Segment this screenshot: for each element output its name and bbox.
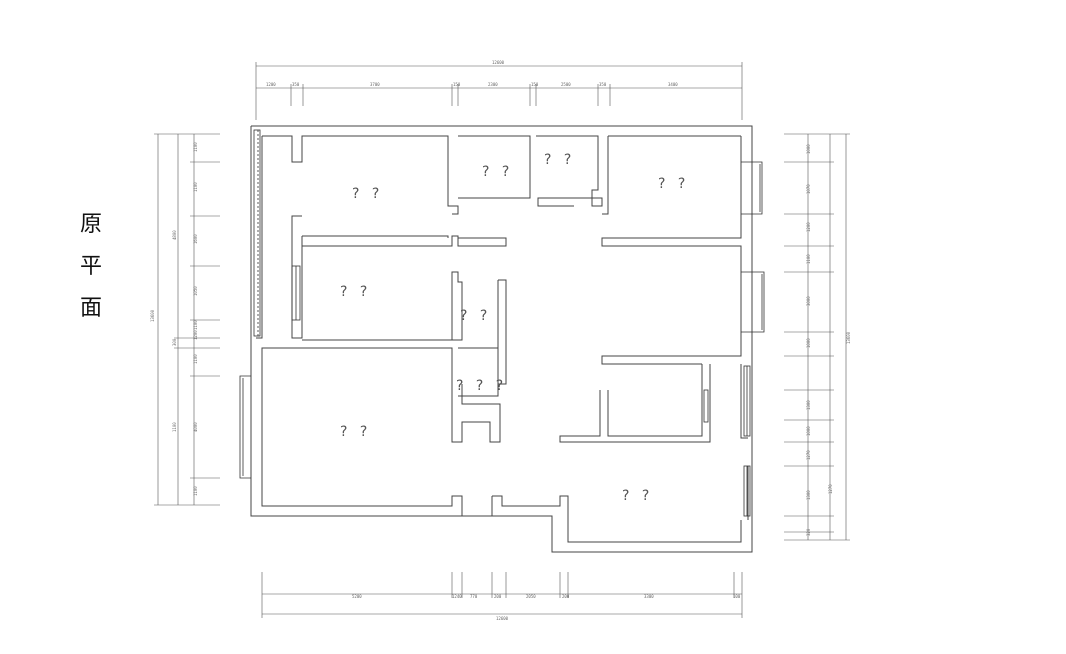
dim-label: 2500: [561, 82, 571, 87]
plan-title: 原 平 面: [76, 204, 106, 330]
dim-label: 350: [599, 82, 607, 87]
dim-label: 1300: [806, 490, 811, 500]
dimension-right: 13600 1000 1070 1200 1100 3000 1000 1300…: [784, 133, 851, 541]
dim-bottom-total: 12600: [496, 616, 509, 621]
dim-label: 1200: [193, 330, 198, 340]
room-label: ? ?: [622, 488, 653, 504]
title-char: 平: [79, 254, 102, 279]
dim-label: 1200: [806, 222, 811, 232]
dim-label: 150: [453, 82, 461, 87]
dim-label: 1300: [806, 400, 811, 410]
dim-label: 770: [470, 594, 478, 599]
title-char: 面: [79, 296, 102, 321]
dim-label: 1000: [806, 338, 811, 348]
dim-right-total: 13600: [846, 331, 851, 344]
room-label: ? ?: [340, 284, 371, 300]
dim-label: 1270: [806, 450, 811, 460]
room-label: ? ?: [352, 186, 383, 202]
dim-label: 200: [562, 594, 570, 599]
room-label: ? ?: [544, 152, 575, 168]
dim-label: 1100: [193, 142, 198, 152]
dim-label: 1050: [193, 286, 198, 296]
dim-label: 2050: [526, 594, 536, 599]
dimension-bottom: 12600 5200 1240 770 200 2050 200 3300 10…: [261, 572, 743, 621]
dim-label: 1100: [806, 254, 811, 264]
dim-label: 4000: [193, 422, 198, 432]
dim-label: 1600: [193, 234, 198, 244]
dimension-left: 13600 4800 1100 1100 1600 1050 1100 1200…: [150, 133, 220, 506]
dim-label: 4800: [172, 230, 177, 240]
dim-label: 3400: [668, 82, 678, 87]
dim-label: 1100: [193, 486, 198, 496]
dim-label: 300: [172, 338, 177, 346]
room-label: ? ?: [460, 308, 491, 324]
dim-label: 3000: [806, 296, 811, 306]
dimension-top: 12600 1200 350 3700 150 2300 150 2500 35…: [255, 60, 743, 120]
dim-label: 1200: [266, 82, 276, 87]
title-char: 原: [79, 212, 102, 237]
dim-label: 1070: [806, 184, 811, 194]
dim-label: 1100: [172, 422, 177, 432]
windows: [239, 129, 765, 517]
dim-label: 5200: [352, 594, 362, 599]
dim-label: 350: [292, 82, 300, 87]
room-label: ? ?: [658, 176, 689, 192]
dim-label: 320: [806, 528, 811, 536]
dim-left-total: 13600: [150, 309, 155, 322]
dim-label: 1000: [806, 426, 811, 436]
dim-label: 100: [733, 594, 741, 599]
dim-label: 150: [531, 82, 539, 87]
room-label: ? ?: [482, 164, 513, 180]
room-label: ? ?: [340, 424, 371, 440]
dim-label: 1000: [806, 144, 811, 154]
dim-label: 3300: [644, 594, 654, 599]
dim-top-total: 12600: [492, 60, 505, 65]
dim-label: 1240: [452, 594, 462, 599]
dim-label: 2300: [488, 82, 498, 87]
dim-label: 1100: [193, 354, 198, 364]
dim-label: 1270: [828, 484, 833, 494]
room-labels: ? ? ? ? ? ? ? ? ? ? ? ? ? ? ? ? ? ? ?: [340, 152, 689, 504]
dim-label: 1100: [193, 182, 198, 192]
dim-label: 3700: [370, 82, 380, 87]
dim-label: 1100: [193, 320, 198, 330]
dim-label: 200: [494, 594, 502, 599]
room-label: ? ? ?: [456, 378, 507, 394]
